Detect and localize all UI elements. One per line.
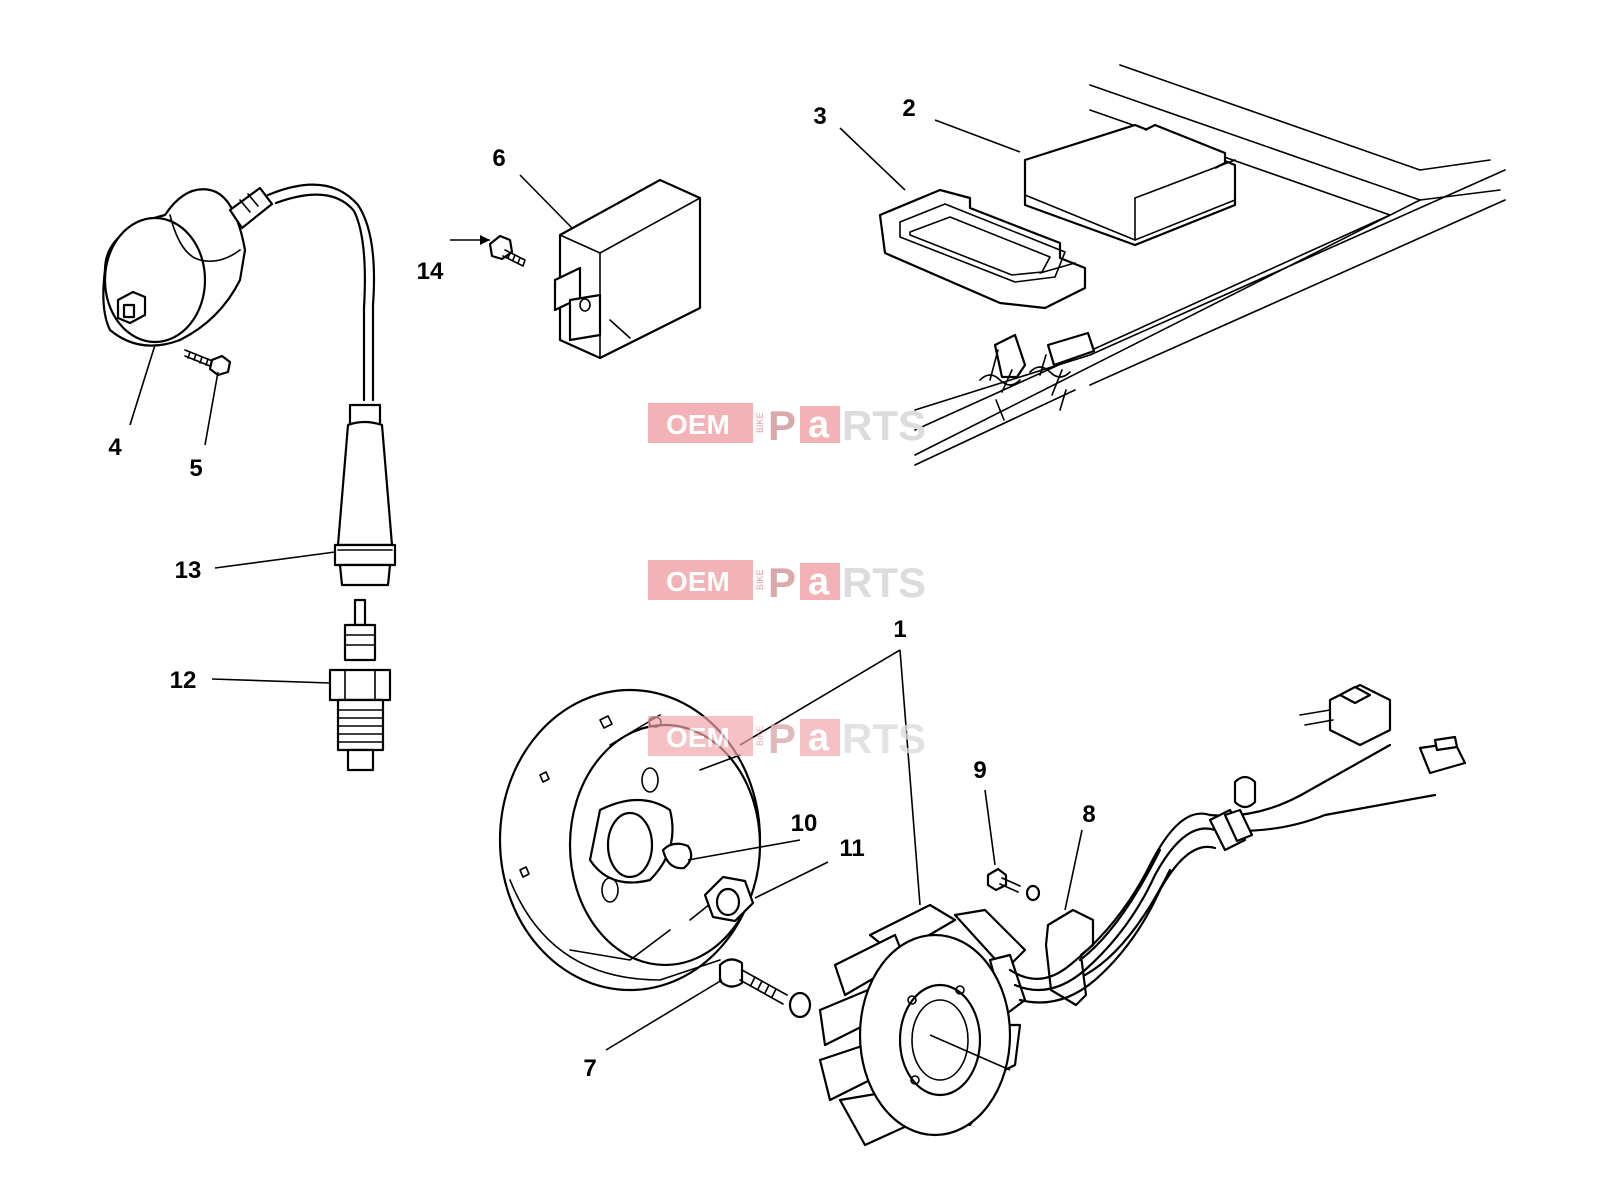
watermark-bike-text: BIKE [755,725,765,746]
watermark-p-text: P [768,559,796,606]
watermark-3: OEM BIKE P a RTS [648,715,926,762]
watermark-rts-text: RTS [842,715,926,762]
watermark-bike-text: BIKE [755,569,765,590]
watermark-a-box [800,719,840,756]
regulator-screw [488,234,526,267]
watermark-2: OEM BIKE P a RTS [648,559,926,606]
callout-14: 14 [417,258,444,285]
stator-washer [788,991,812,1019]
callout-8: 8 [1082,801,1095,828]
watermark-logo-box [648,403,753,443]
woodruff-key [661,842,693,870]
callout-6: 6 [492,145,505,172]
watermark-p-text: P [768,402,796,449]
callout-13: 13 [175,557,202,584]
callout-1: 1 [893,616,906,643]
spark-plug-cap [333,403,397,587]
callout-3: 3 [813,103,826,130]
spark-plug [328,598,392,772]
wiring-harness [1008,683,1467,1004]
callout-labels: 1 2 3 4 5 6 7 8 9 10 11 12 13 14 [108,95,1095,1082]
watermark-logo-box [648,716,753,756]
watermark-p-text: P [768,715,796,762]
watermark-oem-text: OEM [666,722,730,753]
harness-clip-screw [986,867,1041,902]
watermark-a-text: a [808,404,830,446]
callout-9: 9 [973,757,986,784]
watermark-rts-text: RTS [842,402,926,449]
watermark-rts-text: RTS [842,559,926,606]
watermark-logo-box [648,560,753,600]
callout-2: 2 [902,95,915,122]
ignition-coil [102,186,274,347]
watermark-a-text: a [808,717,830,759]
watermark-bike-text: BIKE [755,412,765,433]
watermark-1: OEM BIKE P a RTS [648,402,926,449]
callout-11: 11 [839,835,864,862]
callout-7: 7 [583,1055,596,1082]
ht-lead [266,183,376,402]
leader-lines [129,119,1083,1051]
stator-screw [718,958,788,1005]
callout-10: 10 [791,810,818,837]
callout-4: 4 [108,434,122,461]
voltage-regulator [553,178,702,360]
stator [818,903,1027,1147]
harness-clamp [1044,908,1095,1007]
watermark-a-box [800,563,840,600]
watermark-a-text: a [808,561,830,603]
watermark-a-box [800,406,840,443]
watermark-oem-text: OEM [666,409,730,440]
watermark-oem-text: OEM [666,566,730,597]
callout-12: 12 [170,667,197,694]
ecu-holder-tray [878,188,1087,310]
rotor-nut [703,875,755,923]
callout-5: 5 [189,455,202,482]
frame-rails [914,64,1506,466]
ecu-unit [1023,123,1237,247]
coil-bolt [184,349,232,377]
